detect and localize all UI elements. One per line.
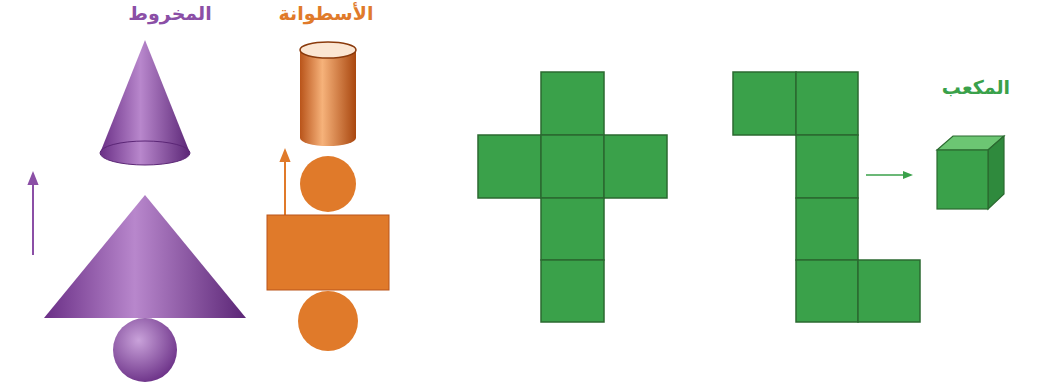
cone-solid — [100, 40, 190, 165]
fold-arrow — [32, 178, 34, 255]
cone-base-circle — [113, 318, 177, 382]
cylinder-lateral-face — [267, 215, 389, 290]
cube-net-cross — [478, 72, 667, 322]
fold-arrow — [866, 174, 908, 176]
shape-name: الأسطوانة — [279, 2, 374, 25]
cube-solid — [937, 136, 1004, 209]
cone-lateral-face — [44, 195, 246, 318]
shape-name: المكعب — [942, 76, 1010, 99]
cube-net-z — [733, 72, 920, 322]
fold-arrow — [284, 155, 286, 218]
cylinder-top-circle — [300, 156, 356, 212]
cylinder-bottom-circle — [298, 291, 358, 351]
cylinder-solid — [300, 42, 356, 146]
shape-name: المخروط — [128, 2, 211, 25]
